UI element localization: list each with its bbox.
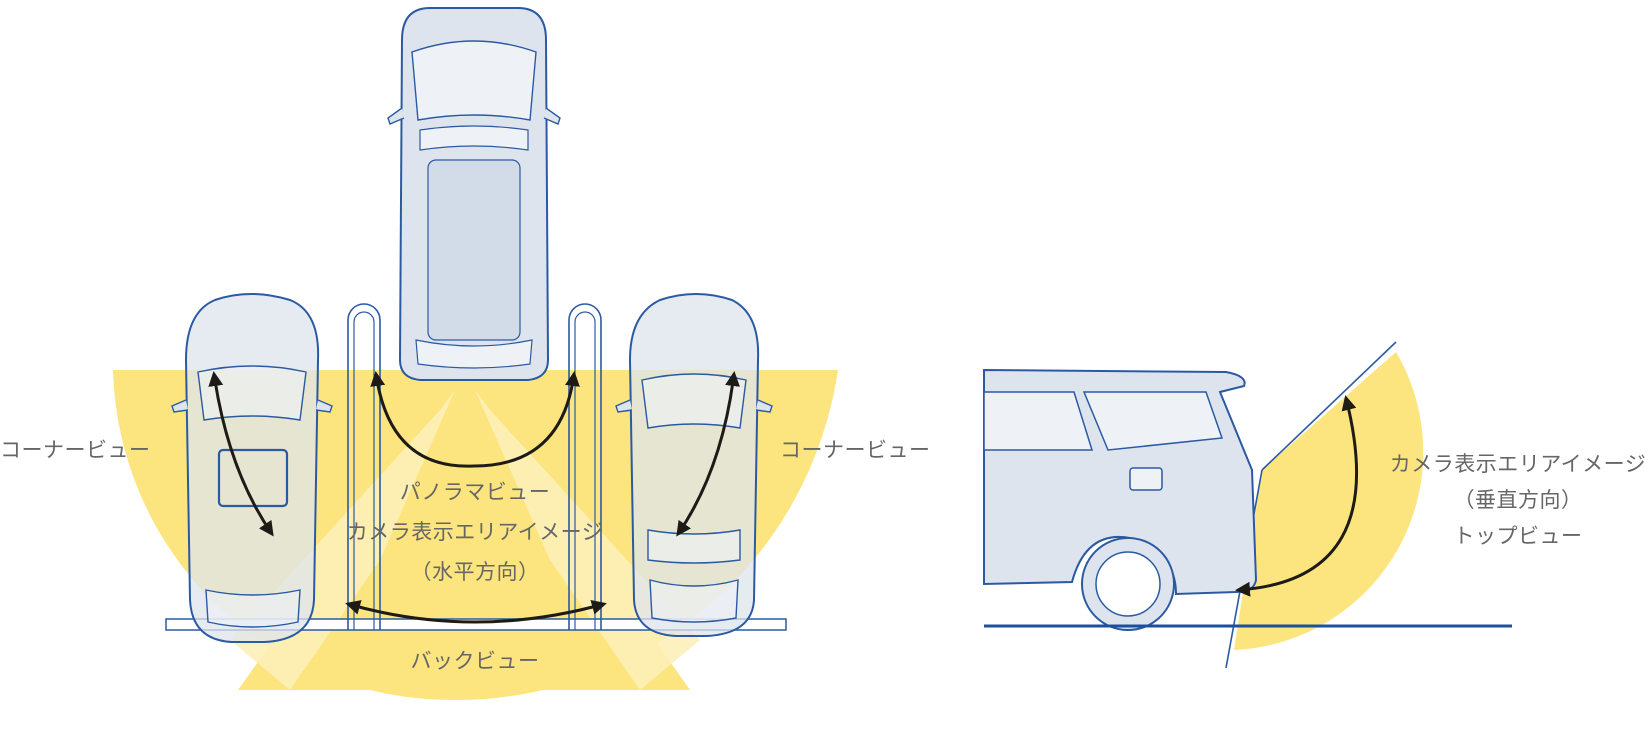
right-vehicle-top-view xyxy=(615,293,773,637)
left-vehicle-top-view xyxy=(171,293,333,643)
center-vehicle-top-view xyxy=(387,7,561,381)
panorama-label-line3: （水平方向） xyxy=(410,560,540,584)
back-view-label: バックビュー xyxy=(410,649,540,673)
parking-curb xyxy=(165,618,787,631)
panorama-label-line2: カメラ表示エリアイメージ xyxy=(346,520,604,544)
panorama-arrow xyxy=(370,371,580,468)
vertical-view-label-line1: カメラ表示エリアイメージ xyxy=(1389,452,1647,476)
parking-post-right xyxy=(568,303,602,630)
vertical-view-label-line3: トップビュー xyxy=(1453,524,1583,548)
vertical-view-label-line2: （垂直方向） xyxy=(1453,488,1583,512)
left-corner-arrow xyxy=(208,371,274,537)
side-vehicle-view xyxy=(983,368,1258,631)
right-corner-view-label: コーナービュー xyxy=(780,438,931,462)
right-corner-arrow xyxy=(676,371,740,537)
left-corner-view-label: コーナービュー xyxy=(0,438,151,462)
parking-post-left xyxy=(347,303,381,630)
vertical-view-arrow xyxy=(1235,395,1359,597)
back-view-arrow xyxy=(345,599,607,624)
panorama-label-line1: パノラマビュー xyxy=(399,480,551,504)
